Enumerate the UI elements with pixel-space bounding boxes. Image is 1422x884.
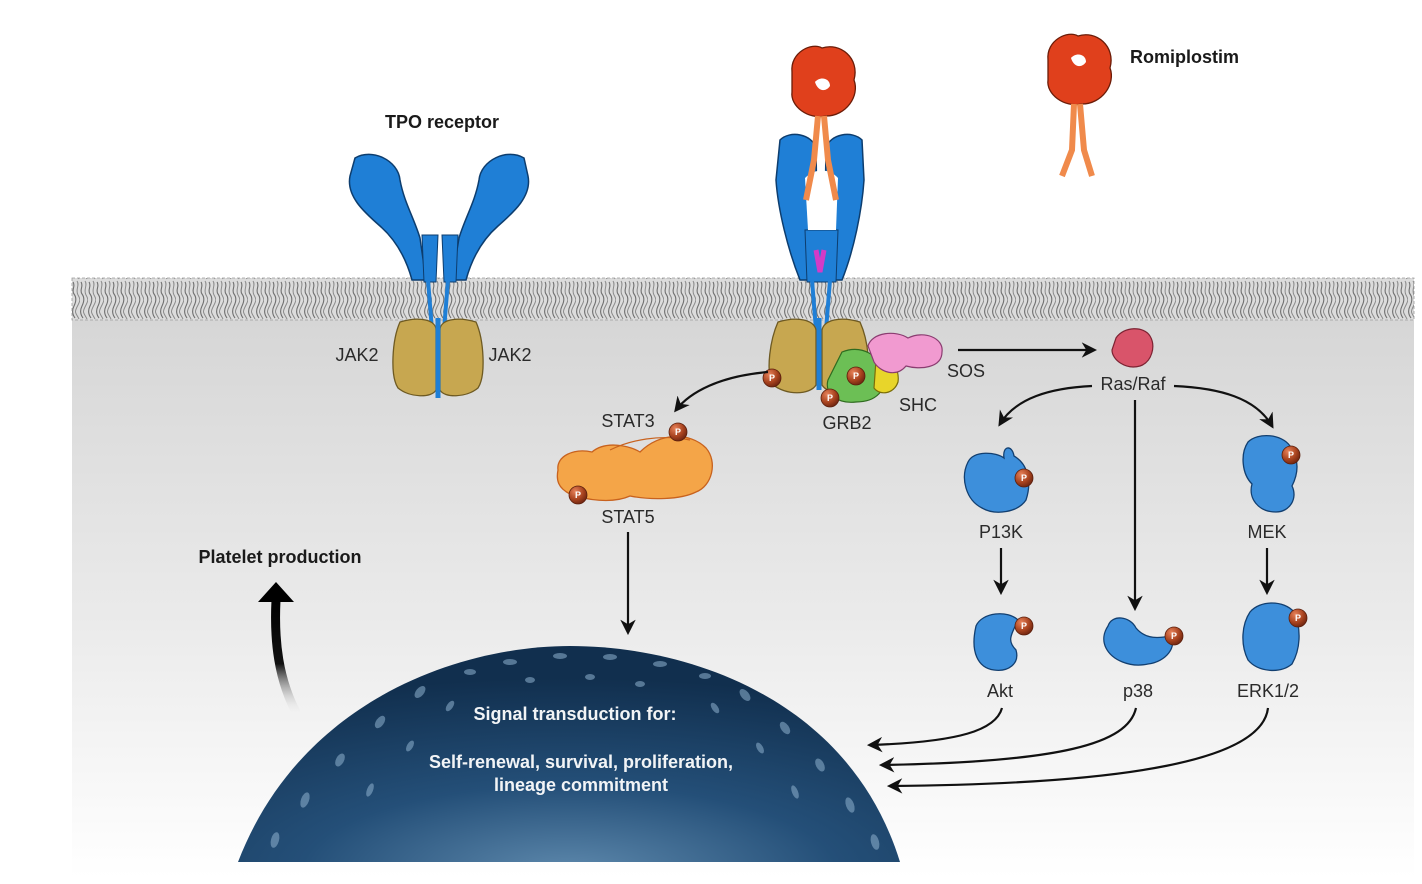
mek-label: MEK (1247, 522, 1286, 542)
arrow-akt-to-nucleus (866, 707, 1004, 753)
pathway-arrows (620, 342, 1275, 794)
phospho-label: P (575, 490, 581, 500)
platelet-production: Platelet production (198, 547, 362, 719)
nucleus-line-3: lineage commitment (494, 775, 668, 795)
jak2-left-label: JAK2 (335, 345, 378, 365)
arrow-ras-to-pi3k (998, 384, 1093, 427)
stat3-label: STAT3 (601, 411, 654, 431)
phospho-erk-icon: P (1288, 608, 1308, 628)
jak2-right-label: JAK2 (488, 345, 531, 365)
phospho-pi3k-icon: P (1014, 468, 1034, 488)
phospho-groups: P P P P P P P P P P (568, 366, 1308, 646)
erk-protein: ERK1/2 (1237, 602, 1300, 701)
phospho-label: P (1288, 450, 1294, 460)
erk-label: ERK1/2 (1237, 681, 1299, 701)
p38-protein: p38 (1103, 617, 1174, 701)
phospho-label: P (1021, 473, 1027, 483)
arrow-erk-to-nucleus (886, 707, 1270, 794)
akt-label: Akt (987, 681, 1013, 701)
phospho-jak-left-icon: P (762, 368, 782, 388)
tpo-receptor-label: TPO receptor (385, 112, 499, 132)
transmembrane-domain (813, 249, 827, 273)
cell-membrane (71, 277, 1415, 321)
romiplostim-molecule: Romiplostim (1047, 33, 1239, 178)
phospho-label: P (1295, 613, 1301, 623)
p38-label: p38 (1123, 681, 1153, 701)
nuclear-pores (270, 653, 880, 850)
stat5-label: STAT5 (601, 507, 654, 527)
phospho-mek-icon: P (1281, 445, 1301, 465)
grb2-label: GRB2 (822, 413, 871, 433)
phospho-label: P (853, 371, 859, 381)
platelet-production-label: Platelet production (198, 547, 361, 567)
tpo-receptor-bound (775, 45, 865, 331)
sos-protein (867, 332, 943, 374)
phospho-akt-icon: P (1014, 616, 1034, 636)
shc-label: SHC (899, 395, 937, 415)
romiplostim-label: Romiplostim (1130, 47, 1239, 67)
phospho-label: P (1171, 631, 1177, 641)
phospho-jak-right-icon: P (846, 366, 866, 386)
phospho-stat5-icon: P (568, 485, 588, 505)
nucleus: Signal transduction for: Self-renewal, s… (238, 646, 900, 862)
stat-dimer: STAT3 STAT5 (556, 411, 713, 527)
nucleus-heading: Signal transduction for: (473, 704, 676, 724)
arrow-ras-to-mek (1173, 384, 1274, 429)
ras-raf-protein: Ras/Raf (1100, 328, 1167, 394)
nucleus-line-2: Self-renewal, survival, proliferation, (429, 752, 733, 772)
phospho-label: P (827, 393, 833, 403)
arrow-jak-to-stat (674, 370, 769, 413)
phospho-label: P (769, 373, 775, 383)
ras-raf-label: Ras/Raf (1100, 374, 1166, 394)
phospho-stat3-icon: P (668, 422, 688, 442)
sos-label: SOS (947, 361, 985, 381)
phospho-label: P (1021, 621, 1027, 631)
phospho-grb2-icon: P (820, 388, 840, 408)
pi3k-label: P13K (979, 522, 1023, 542)
akt-protein: Akt (973, 613, 1019, 701)
phospho-p38-icon: P (1164, 626, 1184, 646)
jak2-pair-unbound: JAK2 JAK2 (335, 318, 532, 398)
tpo-receptor-unbound: TPO receptor (348, 112, 530, 331)
arrow-p38-to-nucleus (878, 707, 1138, 773)
phospho-label: P (675, 427, 681, 437)
